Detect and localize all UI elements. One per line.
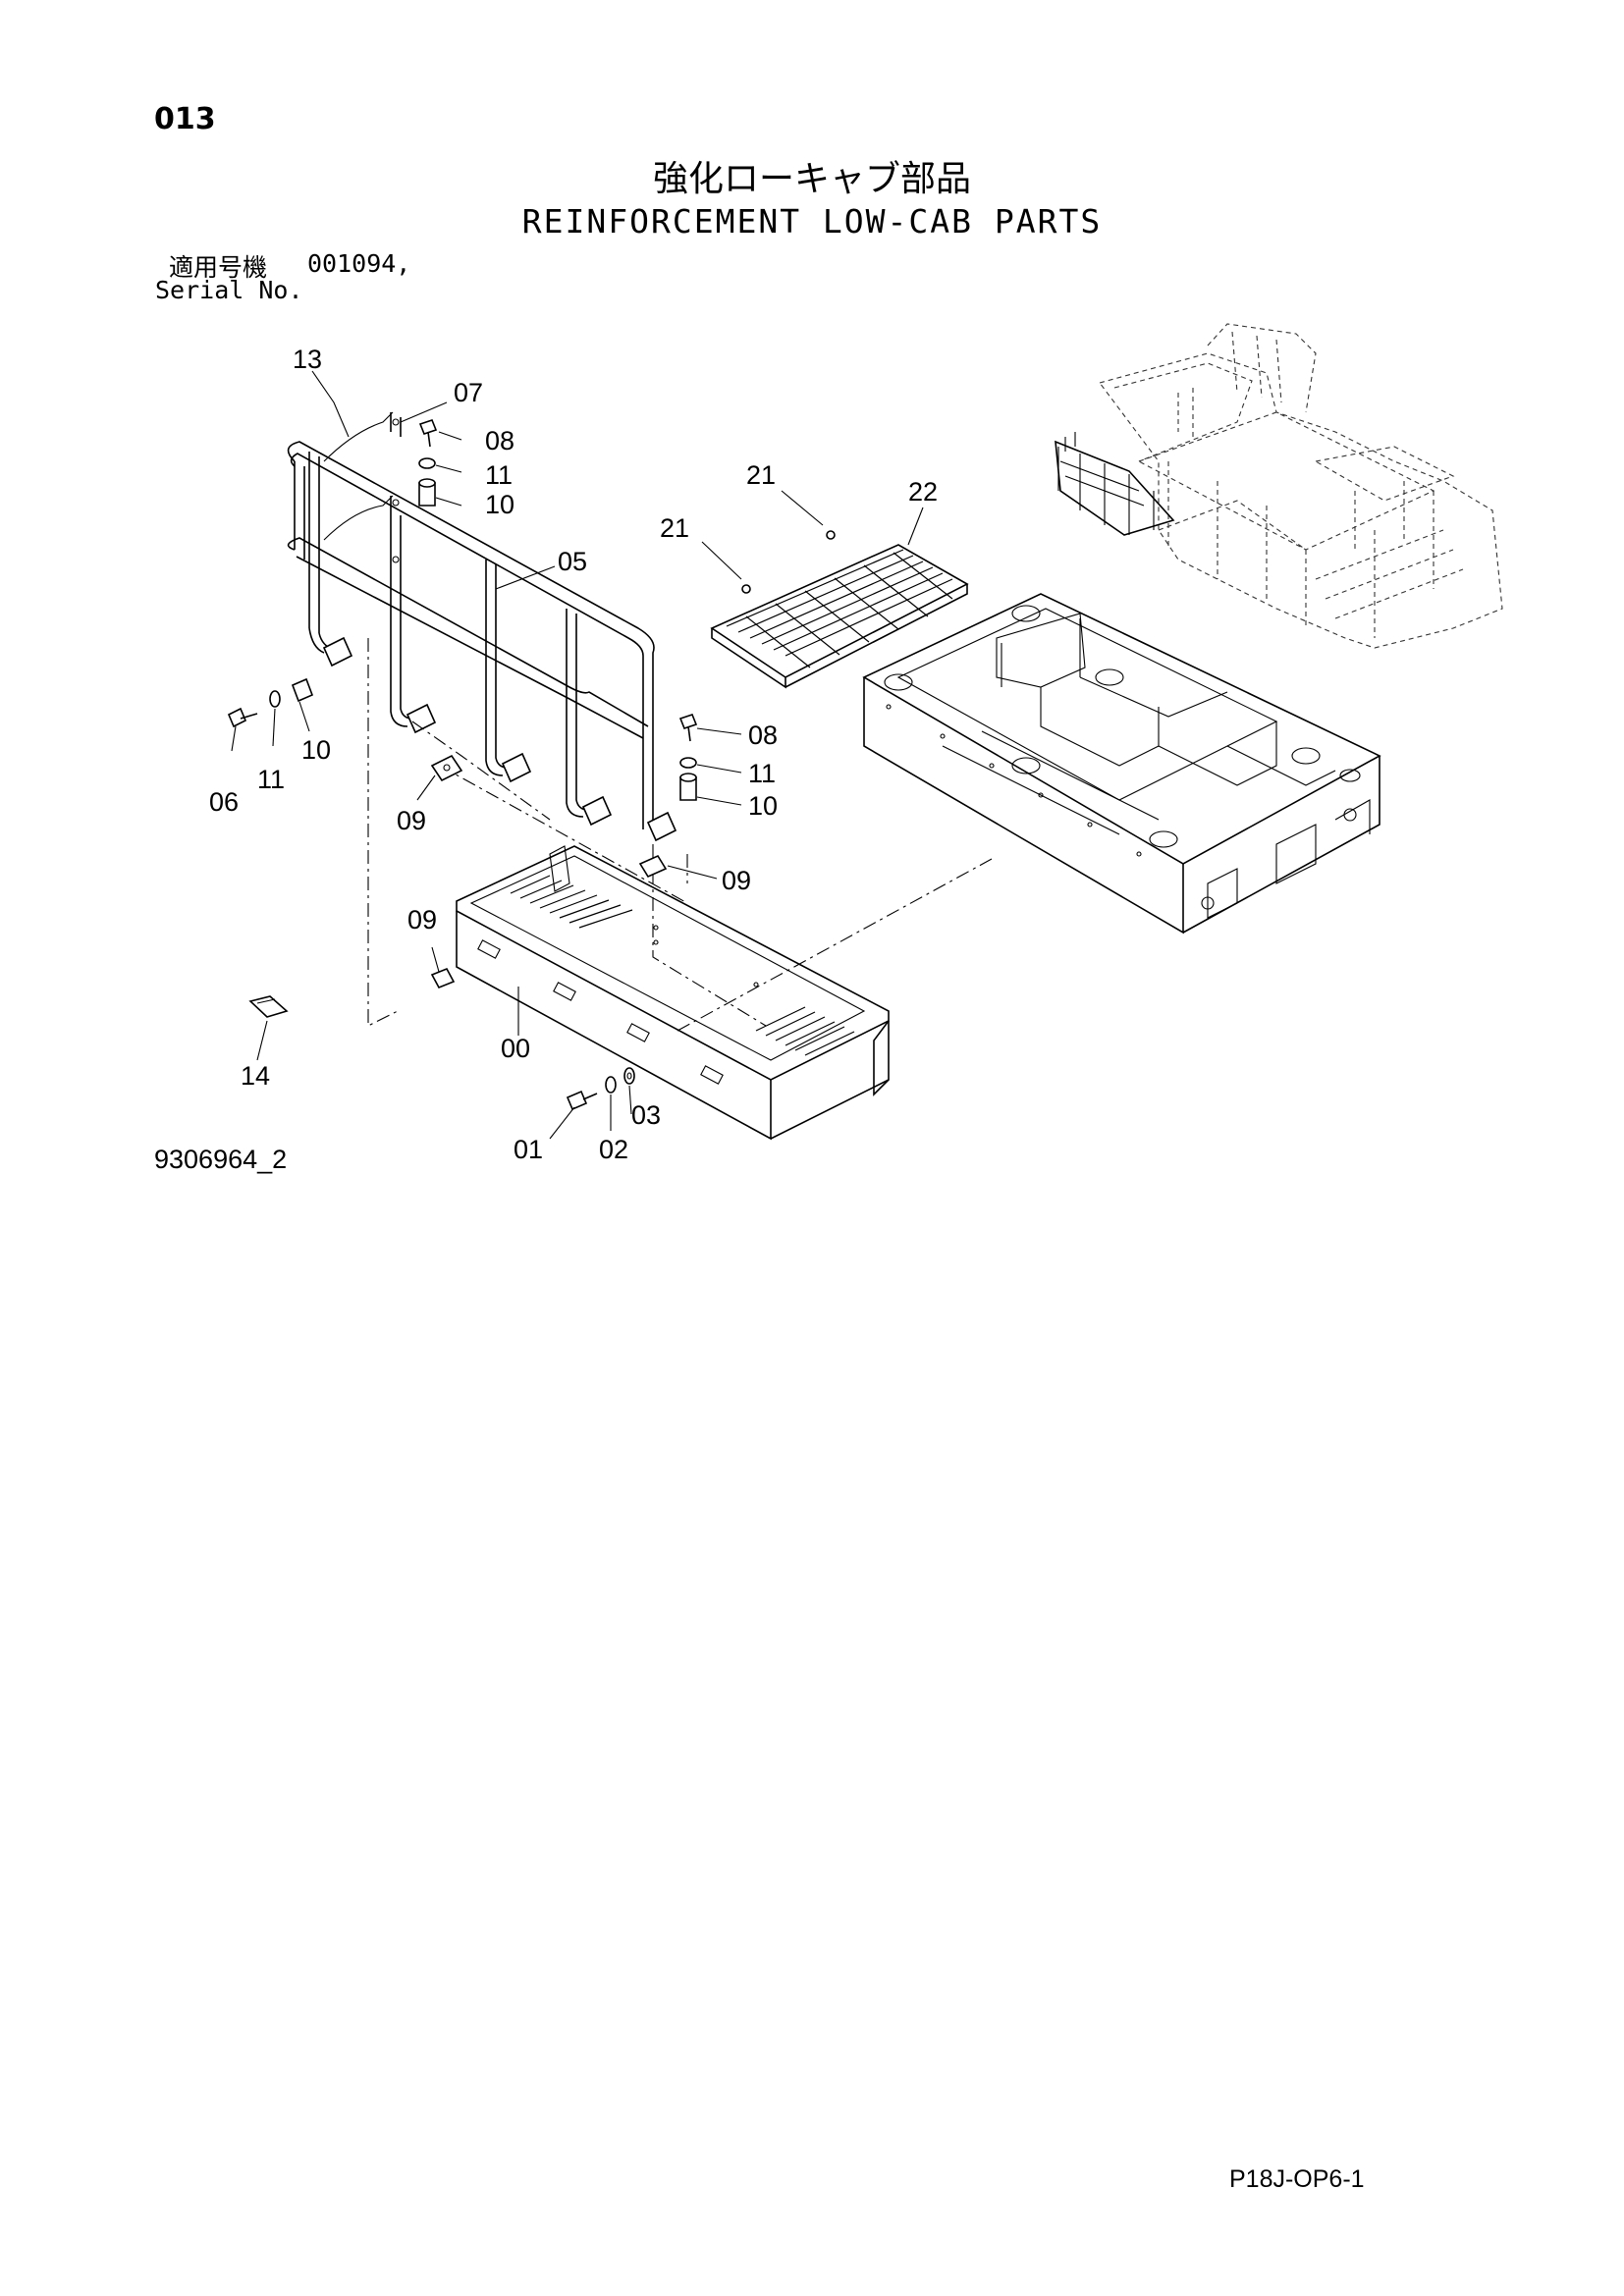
callout-10-right: 10 — [748, 791, 778, 821]
upper-frame-body — [862, 593, 1381, 934]
callout-10-top: 10 — [485, 490, 514, 519]
callout-06: 06 — [209, 787, 239, 817]
callout-11-left: 11 — [257, 765, 285, 794]
callout-leaders — [231, 370, 924, 1140]
grating-step-22 — [710, 531, 969, 689]
callout-08-right: 08 — [748, 721, 778, 750]
drawing-number: 9306964_2 — [154, 1145, 288, 1174]
serial-label-english: Serial No. — [155, 276, 303, 304]
callout-21-upper: 21 — [746, 460, 776, 490]
page-title-japanese: 強化ローキャブ部品 — [652, 159, 971, 199]
page-title-english: REINFORCEMENT LOW-CAB PARTS — [521, 202, 1103, 240]
callout-08-top: 08 — [485, 426, 514, 455]
machine-reference-ghost — [1055, 323, 1503, 649]
callout-21-lower: 21 — [660, 513, 689, 543]
serial-label-japanese: 適用号機 — [169, 253, 268, 282]
callout-05: 05 — [558, 547, 587, 576]
callout-09-right: 09 — [722, 866, 751, 895]
page-number: 013 — [154, 102, 216, 136]
callout-01: 01 — [514, 1135, 543, 1164]
callout-10-left: 10 — [301, 735, 331, 765]
page-code: P18J-OP6-1 — [1229, 2165, 1365, 2193]
callout-14: 14 — [241, 1061, 270, 1091]
step-box-00 — [456, 845, 890, 1141]
callout-07: 07 — [454, 378, 483, 407]
serial-number-value: 001094, — [307, 249, 411, 278]
callout-02: 02 — [599, 1135, 628, 1164]
callout-09-upper: 09 — [397, 806, 426, 835]
callout-11-right: 11 — [748, 759, 776, 788]
callout-09-lower: 09 — [407, 905, 437, 934]
hardware-parts — [227, 419, 836, 1111]
assembly-leader-lines — [367, 638, 993, 1032]
callout-22: 22 — [908, 477, 938, 507]
callout-00: 00 — [501, 1034, 530, 1063]
handrail-05 — [287, 411, 677, 842]
callout-labels: 13 07 08 11 10 05 21 21 22 06 11 10 09 0… — [209, 345, 938, 1164]
callout-11-top: 11 — [485, 460, 513, 490]
callout-03: 03 — [631, 1100, 661, 1130]
callout-13: 13 — [293, 345, 322, 374]
